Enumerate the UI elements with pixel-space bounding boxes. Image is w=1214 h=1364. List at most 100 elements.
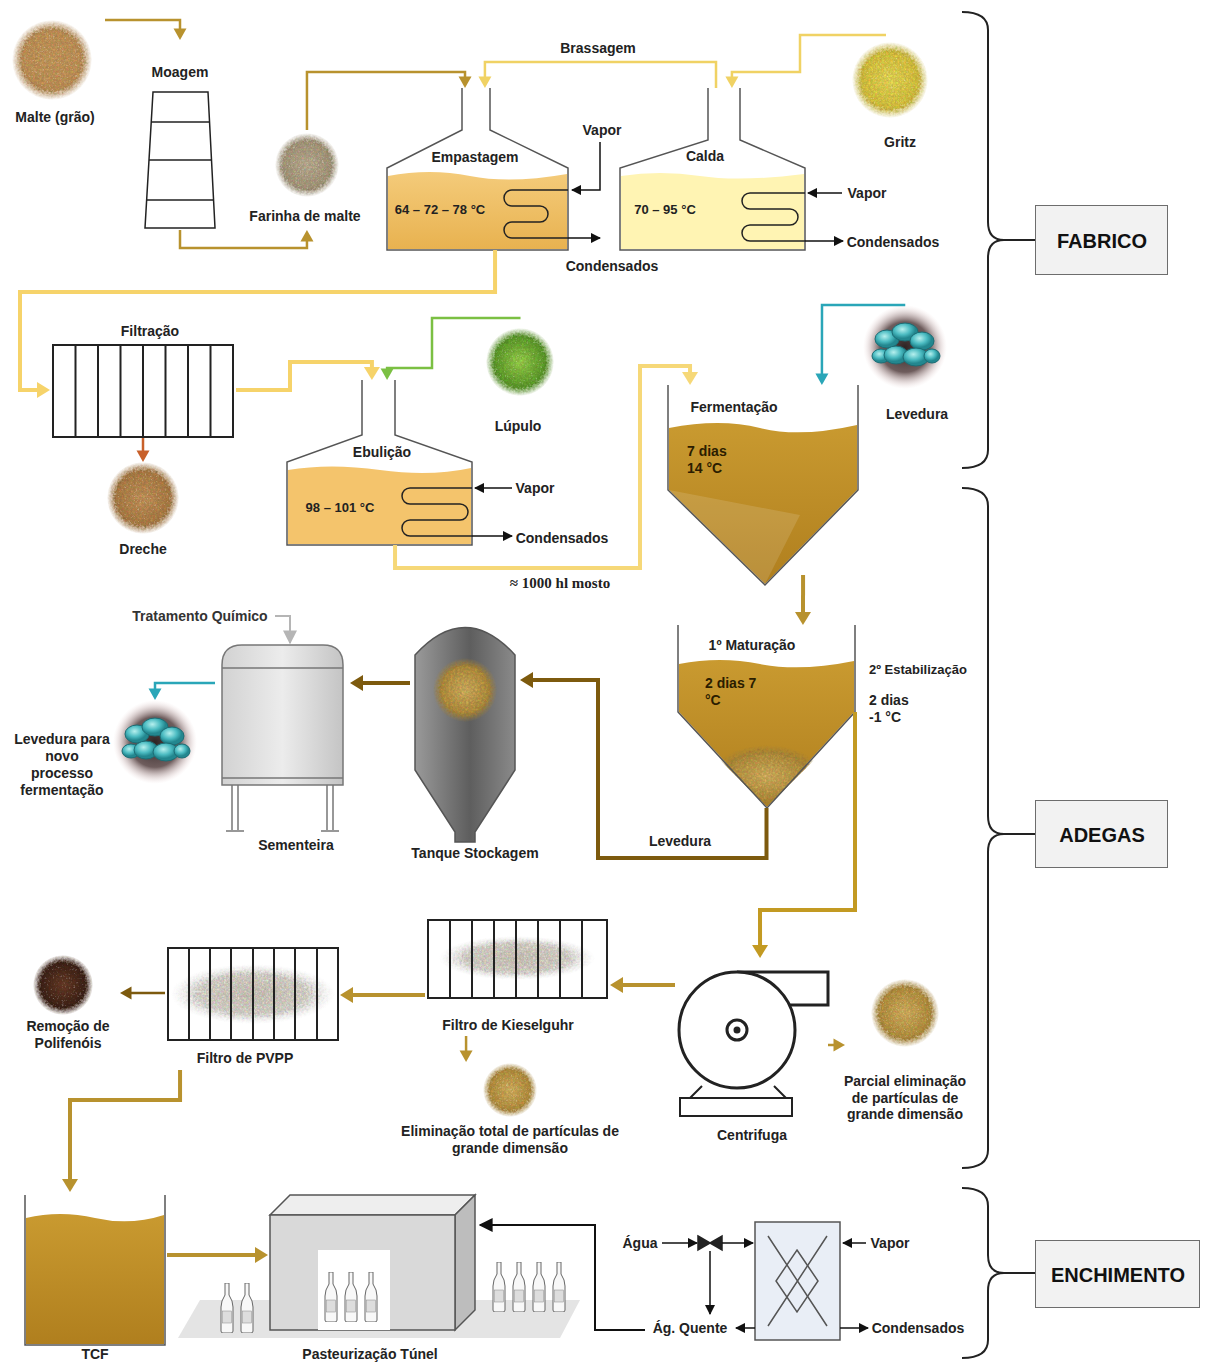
bottling-line [318, 1250, 390, 1330]
arrow-head [725, 77, 738, 89]
centrifuge-drawing [690, 1086, 786, 1098]
flow-line [131, 992, 166, 995]
flow-line [70, 1070, 180, 1180]
flow-connector [62, 1070, 180, 1192]
filter-press [428, 920, 607, 998]
centrifuge-drawing [679, 972, 828, 1116]
flow-connector [350, 675, 410, 691]
ingredient-node: Lúpulo [478, 318, 563, 436]
node-label: Gritz [884, 134, 916, 151]
arrow-head [833, 1039, 845, 1052]
vessel-drawing [669, 423, 857, 584]
arrow-head [381, 369, 394, 381]
ingredient-node: Gritz [850, 35, 940, 155]
arrow-head [610, 977, 623, 993]
flow-connector [340, 987, 425, 1003]
byproduct-node: Dreche [95, 462, 195, 560]
filter-press [168, 948, 338, 1040]
node-label: Filtro de PVPP [197, 1050, 293, 1067]
flow-connector [815, 305, 905, 385]
ingredient-image [863, 305, 947, 389]
tank-node: TCF [25, 1192, 167, 1347]
node-label: 2º Estabilização [869, 662, 967, 678]
seed-tank [222, 645, 343, 831]
flow-line [532, 680, 767, 858]
arrow-head [350, 675, 363, 691]
flow-connector [307, 72, 472, 130]
section-bracket [1004, 1272, 1035, 1274]
vessel-drawing [25, 88, 858, 1345]
flow-line [622, 983, 675, 987]
flow-connector [725, 35, 886, 88]
flow-connector [395, 366, 698, 568]
node-label: ENCHIMENTO [1051, 1263, 1185, 1287]
bottling-line [178, 1195, 580, 1338]
bottling-line [513, 1262, 525, 1312]
vessel-drawing [26, 1214, 164, 1344]
filter-press [53, 345, 607, 1040]
flow-connector [795, 575, 811, 625]
vessel-node: Ebulição98 – 101 °C [287, 380, 472, 545]
flow-connector [381, 318, 521, 380]
flow-connector [236, 362, 380, 390]
flow-line [155, 683, 215, 690]
utility-arrow [572, 142, 600, 190]
seed-tank [222, 668, 343, 778]
node-label: Levedura [886, 406, 948, 423]
vessel-drawing [712, 745, 822, 807]
vessel-drawing [388, 172, 567, 249]
vessel-drawing [402, 488, 472, 536]
flow-line [465, 1036, 468, 1052]
flow-connector [520, 672, 767, 858]
flow-line [732, 35, 886, 78]
storage-tank [415, 628, 515, 843]
vessel-node: Fermentação7 dias 14 °C [668, 385, 858, 575]
node-label: FABRICO [1057, 229, 1147, 253]
node-label: Parcial eliminação de partículas de gran… [842, 1073, 968, 1123]
vessel-drawing [620, 88, 805, 250]
annotation-label: Tratamento Químico [132, 608, 267, 625]
arrow-head [174, 29, 187, 41]
flow-line [760, 712, 855, 946]
utility-arrow [472, 535, 512, 537]
node-label: Dreche [119, 541, 166, 558]
bottling-line [533, 1262, 545, 1312]
centrifuge-drawing [727, 1020, 747, 1040]
node-label: Ebulição [353, 444, 411, 461]
section-bracket [962, 1188, 1004, 1358]
storage-tank [415, 628, 515, 843]
flow-line [180, 230, 307, 248]
centrifuge-drawing [679, 972, 795, 1088]
filter-press [189, 948, 317, 1040]
arrow-head [795, 612, 811, 625]
node-label: Calda [686, 148, 724, 165]
annotation-label: Condensados [872, 1320, 965, 1337]
flow-line [801, 575, 805, 613]
utility-arrow [840, 1327, 868, 1329]
flow-connector [149, 683, 216, 700]
edge-label: Brassagem [558, 40, 638, 57]
flow-connector [478, 62, 716, 88]
yeast-node: Levedura para novo processo fermentação [10, 700, 210, 810]
arrow-head [120, 987, 132, 1000]
utility-arrow [736, 1327, 755, 1329]
section-box: ENCHIMENTO [1035, 1240, 1200, 1308]
flow-line [485, 62, 716, 88]
arrow-head [340, 987, 353, 1003]
heat-exchanger [698, 1236, 722, 1250]
vessel-drawing [679, 660, 854, 807]
flow-line [307, 72, 465, 130]
ingredient-image [33, 955, 93, 1015]
node-label: Pasteurização Túnel [302, 1346, 437, 1363]
seed-tank [222, 645, 343, 785]
filter-node: Filtro de Kieselguhr [425, 918, 610, 1036]
bottling-line [241, 1283, 253, 1333]
heat-exchanger [776, 1250, 818, 1312]
annotation-label: Água [623, 1235, 658, 1252]
ingredient-node: Farinha de malte [240, 130, 375, 230]
edge-label: Levedura [647, 833, 713, 850]
node-label: Malte (grão) [15, 109, 94, 126]
node-label: Remoção de Polifenóis [18, 1018, 118, 1052]
flow-connector [828, 1039, 845, 1052]
